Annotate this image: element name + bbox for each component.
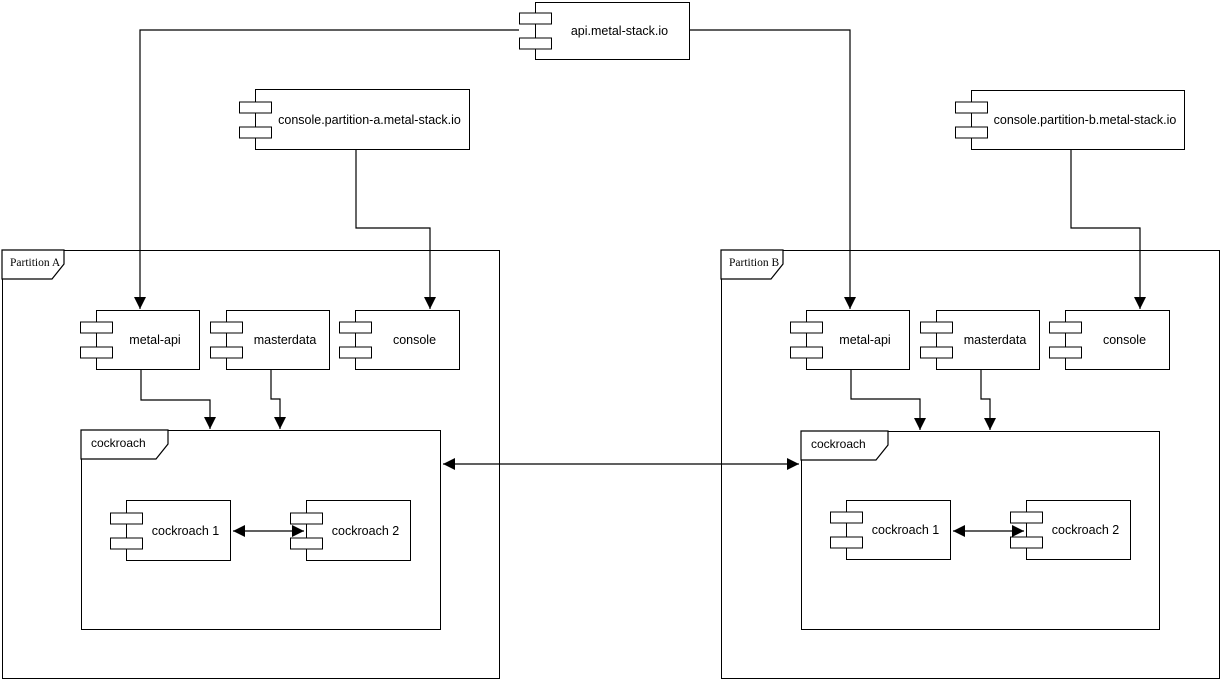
component-icon (790, 321, 823, 359)
component-icon (830, 511, 863, 549)
component-label: cockroach 1 (871, 523, 940, 537)
cockroach-group-a-frame (81, 430, 441, 630)
component-label: console (392, 333, 437, 347)
cockroach-group-b-frame (801, 431, 1160, 630)
component-cockroach1-a: cockroach 1 (110, 500, 231, 561)
component-icon (239, 101, 272, 138)
component-console-partition-a: console.partition-a.metal-stack.io (239, 89, 470, 150)
component-cockroach1-b: cockroach 1 (830, 500, 951, 560)
component-label: console (1102, 333, 1147, 347)
edge-console-a-to-console (355, 150, 436, 309)
cockroach-b-label-tab (800, 430, 889, 461)
component-label: api.metal-stack.io (570, 24, 669, 38)
component-icon (955, 101, 988, 139)
component-console-a: console (339, 310, 460, 370)
cockroach-group-b-label: cockroach (811, 437, 866, 451)
cockroach-a-label-tab (80, 429, 169, 460)
component-console-b: console (1049, 310, 1170, 370)
edge-metal-api-a-to-cockroach (140, 370, 216, 429)
component-label: metal-api (839, 333, 891, 347)
component-label: cockroach 1 (151, 523, 220, 538)
cockroach-group-a-label: cockroach (91, 436, 146, 450)
component-icon (519, 12, 552, 50)
edge-masterdata-b-to-cockroach (980, 370, 996, 430)
component-label: cockroach 2 (1051, 523, 1120, 537)
component-metal-api-a: metal-api (80, 310, 200, 370)
edge-api-to-metal-api-a (134, 29, 519, 309)
edge-masterdata-a-to-cockroach (270, 370, 286, 429)
component-label: masterdata (963, 333, 1027, 347)
partition-b-label: Partition B (729, 257, 780, 269)
edge-metal-api-b-to-cockroach (850, 370, 926, 430)
component-icon (1010, 511, 1043, 549)
component-icon (290, 512, 323, 549)
component-masterdata-a: masterdata (210, 310, 330, 370)
component-api-metal-stack-io: api.metal-stack.io (519, 2, 690, 60)
component-label: masterdata (253, 333, 317, 347)
component-label: console.partition-a.metal-stack.io (278, 112, 461, 127)
component-icon (80, 321, 113, 359)
component-cockroach2-b: cockroach 2 (1010, 500, 1131, 560)
component-icon (110, 512, 143, 549)
component-label: cockroach 2 (331, 523, 400, 538)
component-metal-api-b: metal-api (790, 310, 910, 370)
component-cockroach2-a: cockroach 2 (290, 500, 411, 561)
component-icon (1049, 321, 1082, 359)
partition-a-label: Partition A (10, 257, 61, 269)
edge-api-to-metal-api-b (690, 29, 856, 309)
partition-b-label-tab (720, 249, 784, 280)
component-label: console.partition-b.metal-stack.io (993, 113, 1177, 127)
component-masterdata-b: masterdata (920, 310, 1040, 370)
component-icon (339, 321, 372, 359)
component-label: metal-api (129, 333, 181, 347)
partition-a-label-tab (1, 249, 65, 280)
component-icon (210, 321, 243, 359)
edge-console-b-to-console (1070, 150, 1146, 309)
component-console-partition-b: console.partition-b.metal-stack.io (955, 90, 1185, 150)
component-icon (920, 321, 953, 359)
